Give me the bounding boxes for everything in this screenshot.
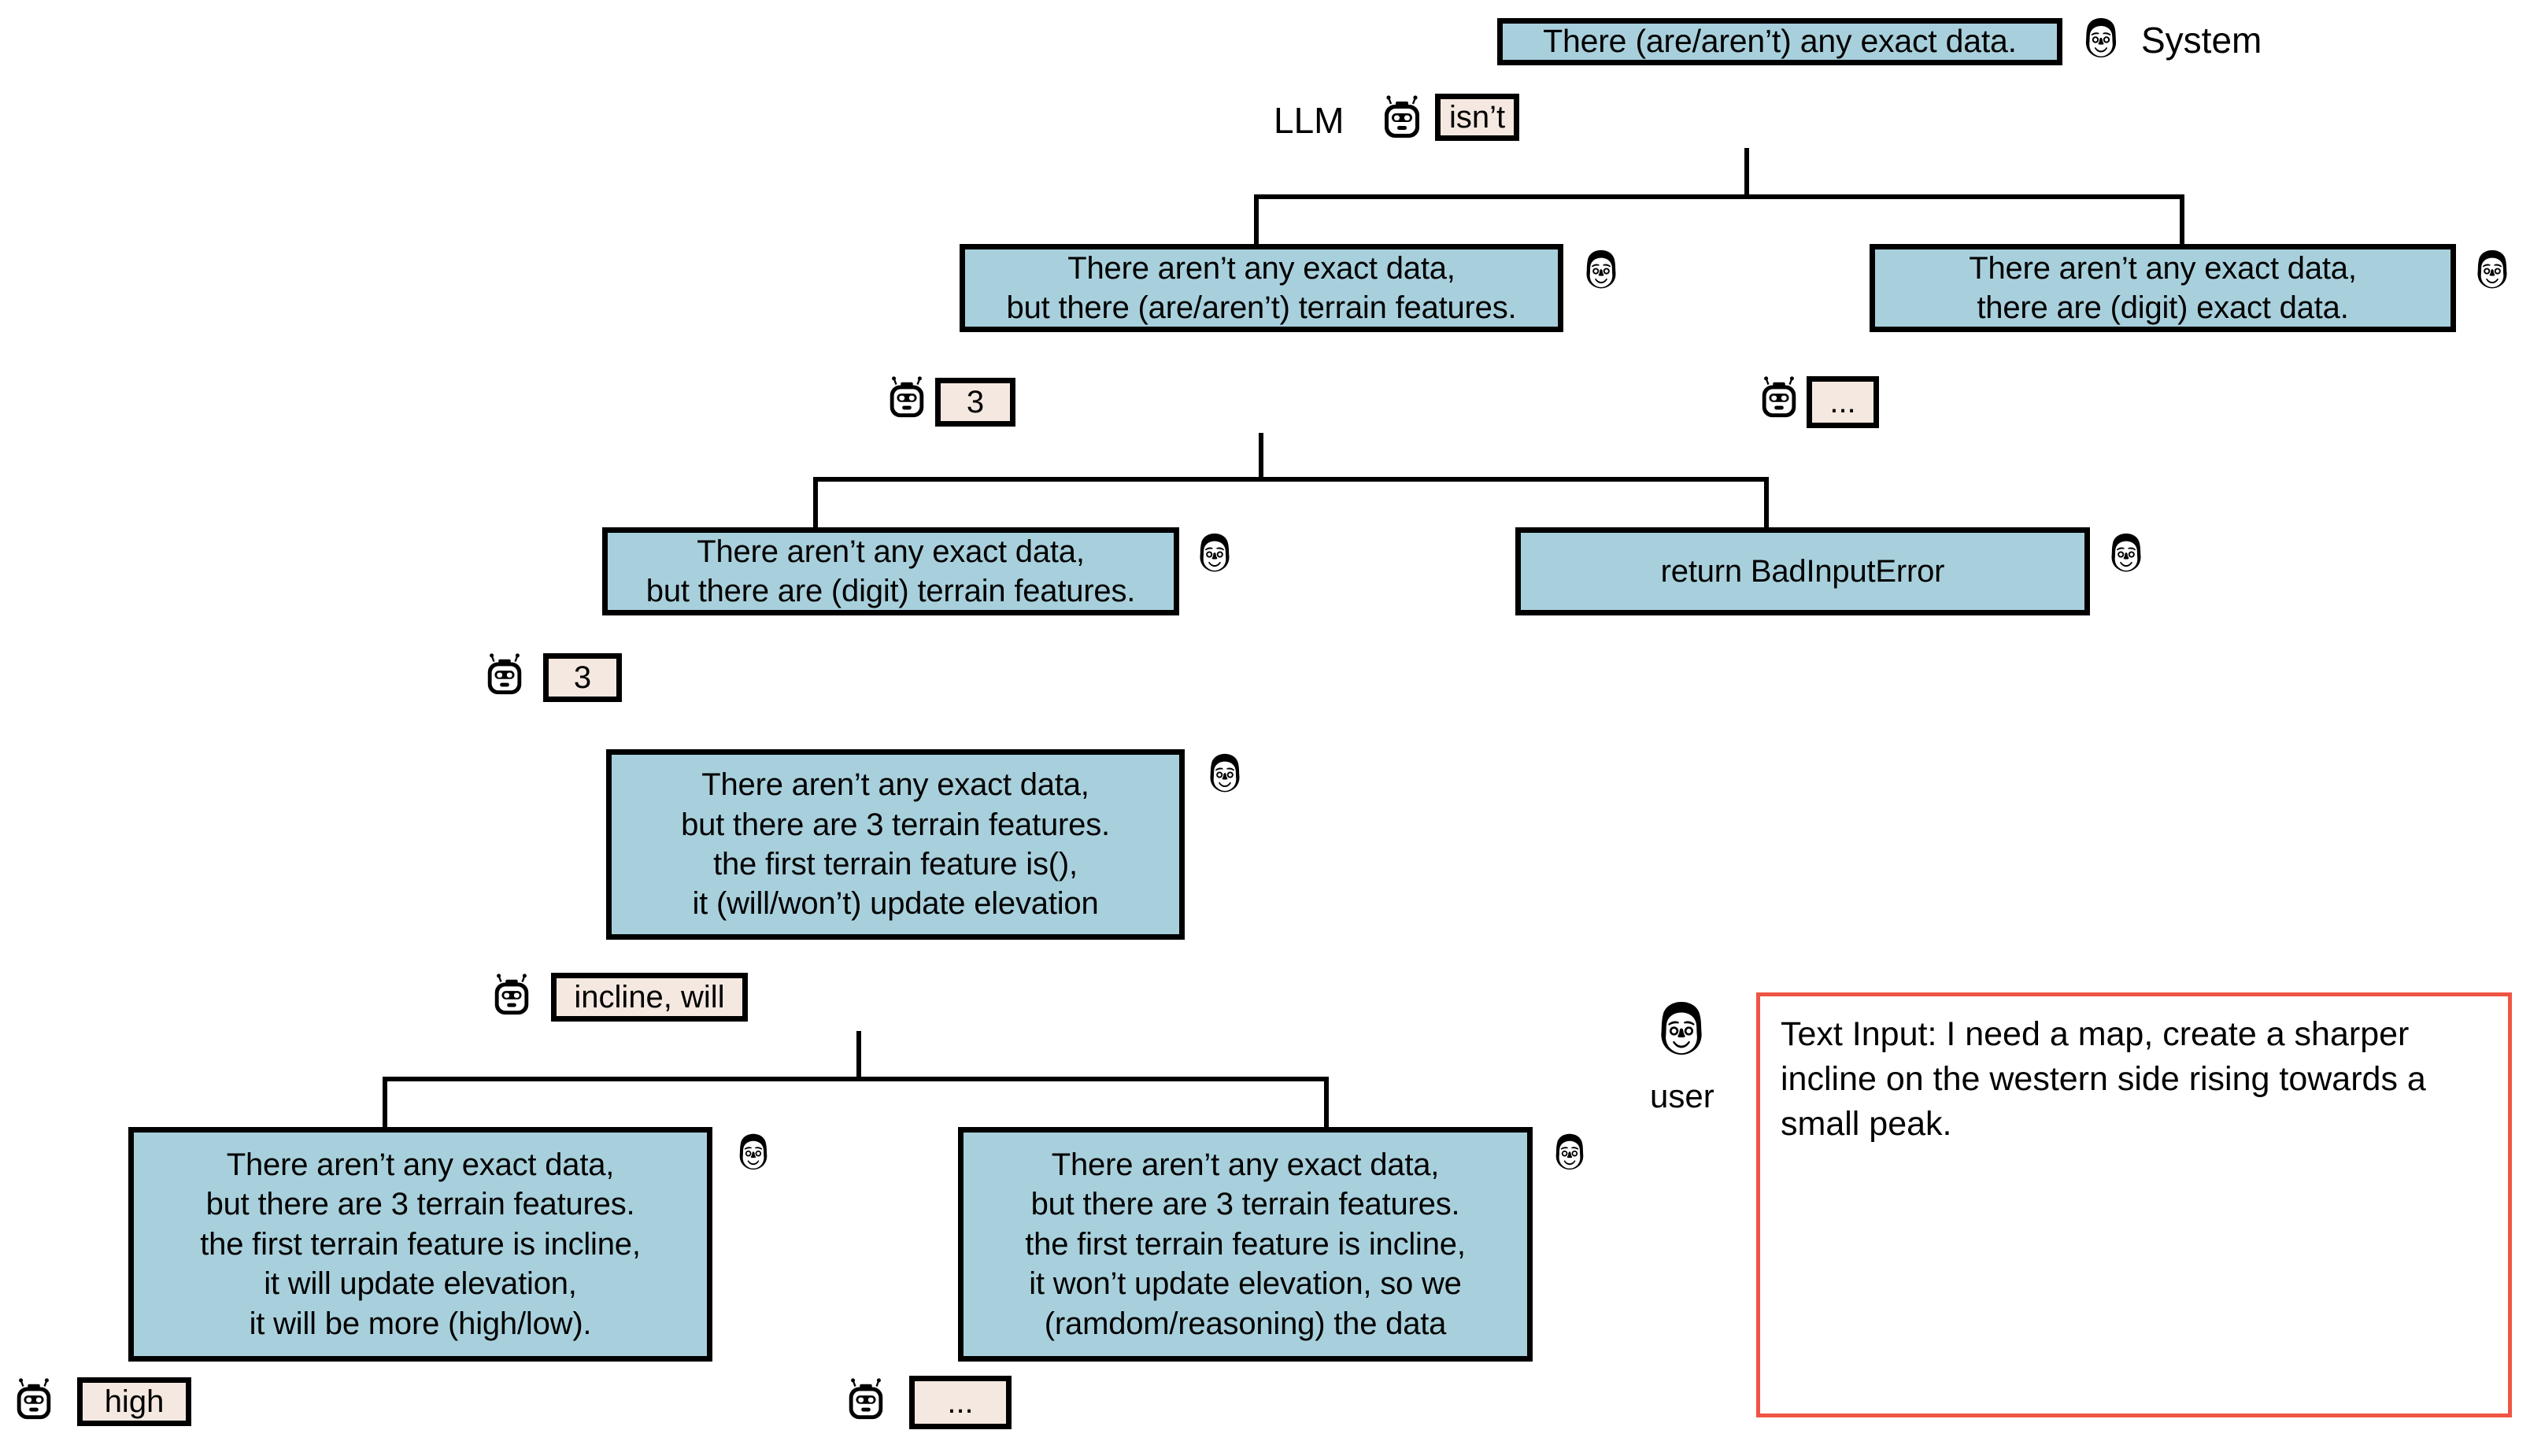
user-role-label: user bbox=[1650, 1077, 1714, 1114]
llm-response-l5-left[interactable]: high bbox=[77, 1377, 191, 1426]
system-face-icon-l4 bbox=[1200, 752, 1249, 800]
system-face-icon-l3-right bbox=[2102, 531, 2151, 580]
connector-level2-bar bbox=[1254, 194, 2184, 199]
connector-level3-left-drop bbox=[813, 477, 818, 529]
llm-robot-icon-root bbox=[1379, 93, 1425, 142]
prompt-node-l5-left[interactable]: There aren’t any exact data, but there a… bbox=[128, 1127, 712, 1362]
llm-robot-icon-l5-left bbox=[12, 1376, 56, 1423]
connector-level2-right-drop bbox=[2180, 194, 2184, 248]
connector-l4-stem bbox=[856, 1031, 861, 1080]
system-face-icon-l2-right bbox=[2468, 248, 2517, 297]
user-text-input-panel[interactable]: Text Input: I need a map, create a sharp… bbox=[1756, 992, 2512, 1417]
system-face-icon-l3-left bbox=[1190, 531, 1239, 580]
connector-level5-left-drop bbox=[383, 1077, 387, 1129]
system-face-icon-l2-left bbox=[1577, 248, 1626, 297]
system-face-icon bbox=[2076, 16, 2126, 66]
prompt-node-l5-right[interactable]: There aren’t any exact data, but there a… bbox=[958, 1127, 1533, 1362]
system-role-label: System bbox=[2141, 20, 2262, 61]
system-face-icon-l5-right bbox=[1547, 1132, 1592, 1177]
llm-robot-icon-l2-left bbox=[885, 374, 929, 421]
llm-robot-icon-l3 bbox=[483, 651, 527, 698]
connector-level3-bar bbox=[813, 477, 1769, 482]
connector-level5-right-drop bbox=[1324, 1077, 1329, 1129]
llm-response-l2-right[interactable]: ... bbox=[1807, 376, 1879, 428]
connector-root-stem bbox=[1744, 148, 1749, 197]
llm-response-l2-left[interactable]: 3 bbox=[935, 378, 1015, 427]
llm-robot-icon-l2-right bbox=[1757, 374, 1801, 421]
llm-response-root[interactable]: isn’t bbox=[1435, 94, 1519, 141]
connector-l2-left-stem bbox=[1259, 433, 1263, 480]
prompt-node-l4[interactable]: There aren’t any exact data, but there a… bbox=[606, 749, 1185, 940]
prompt-node-l3-right[interactable]: return BadInputError bbox=[1515, 527, 2090, 615]
user-text-input-value: Text Input: I need a map, create a sharp… bbox=[1781, 1015, 2426, 1144]
llm-response-l4[interactable]: incline, will bbox=[551, 973, 748, 1022]
llm-response-l5-right[interactable]: ... bbox=[909, 1376, 1012, 1429]
llm-response-l3[interactable]: 3 bbox=[543, 653, 622, 702]
connector-level5-bar bbox=[383, 1077, 1329, 1081]
llm-robot-icon-l5-right bbox=[844, 1376, 888, 1423]
user-face-icon bbox=[1648, 998, 1715, 1067]
system-face-icon-l5-left bbox=[731, 1132, 776, 1177]
prompt-node-root[interactable]: There (are/aren’t) any exact data. bbox=[1497, 18, 2062, 65]
connector-level2-left-drop bbox=[1254, 194, 1259, 248]
prompt-node-l2-right[interactable]: There aren’t any exact data, there are (… bbox=[1870, 244, 2456, 332]
prompt-node-l2-left[interactable]: There aren’t any exact data, but there (… bbox=[960, 244, 1563, 332]
connector-level3-right-drop bbox=[1764, 477, 1769, 529]
prompt-node-l3-left[interactable]: There aren’t any exact data, but there a… bbox=[602, 527, 1179, 615]
llm-role-label: LLM bbox=[1274, 100, 1345, 141]
llm-robot-icon-l4 bbox=[490, 971, 534, 1018]
